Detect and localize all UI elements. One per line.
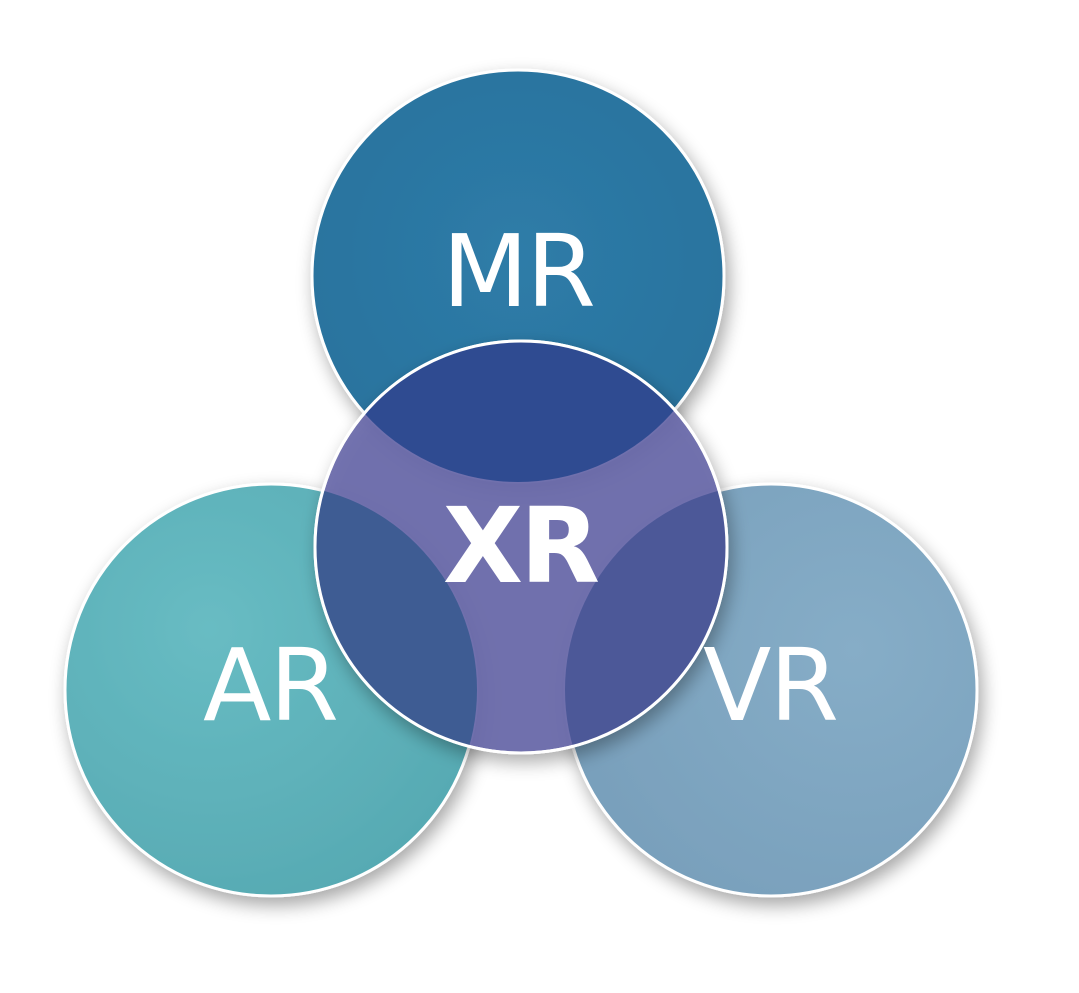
xr-overlaps (315, 341, 727, 753)
ar-xr-overlap (315, 484, 477, 753)
mr-label: MR (442, 213, 594, 330)
xr-label: XR (443, 485, 598, 607)
ar-label: AR (203, 627, 337, 744)
vr-label: VR (703, 627, 837, 744)
mr-xr-overlap (315, 341, 724, 482)
vr-xr-overlap (565, 484, 727, 753)
